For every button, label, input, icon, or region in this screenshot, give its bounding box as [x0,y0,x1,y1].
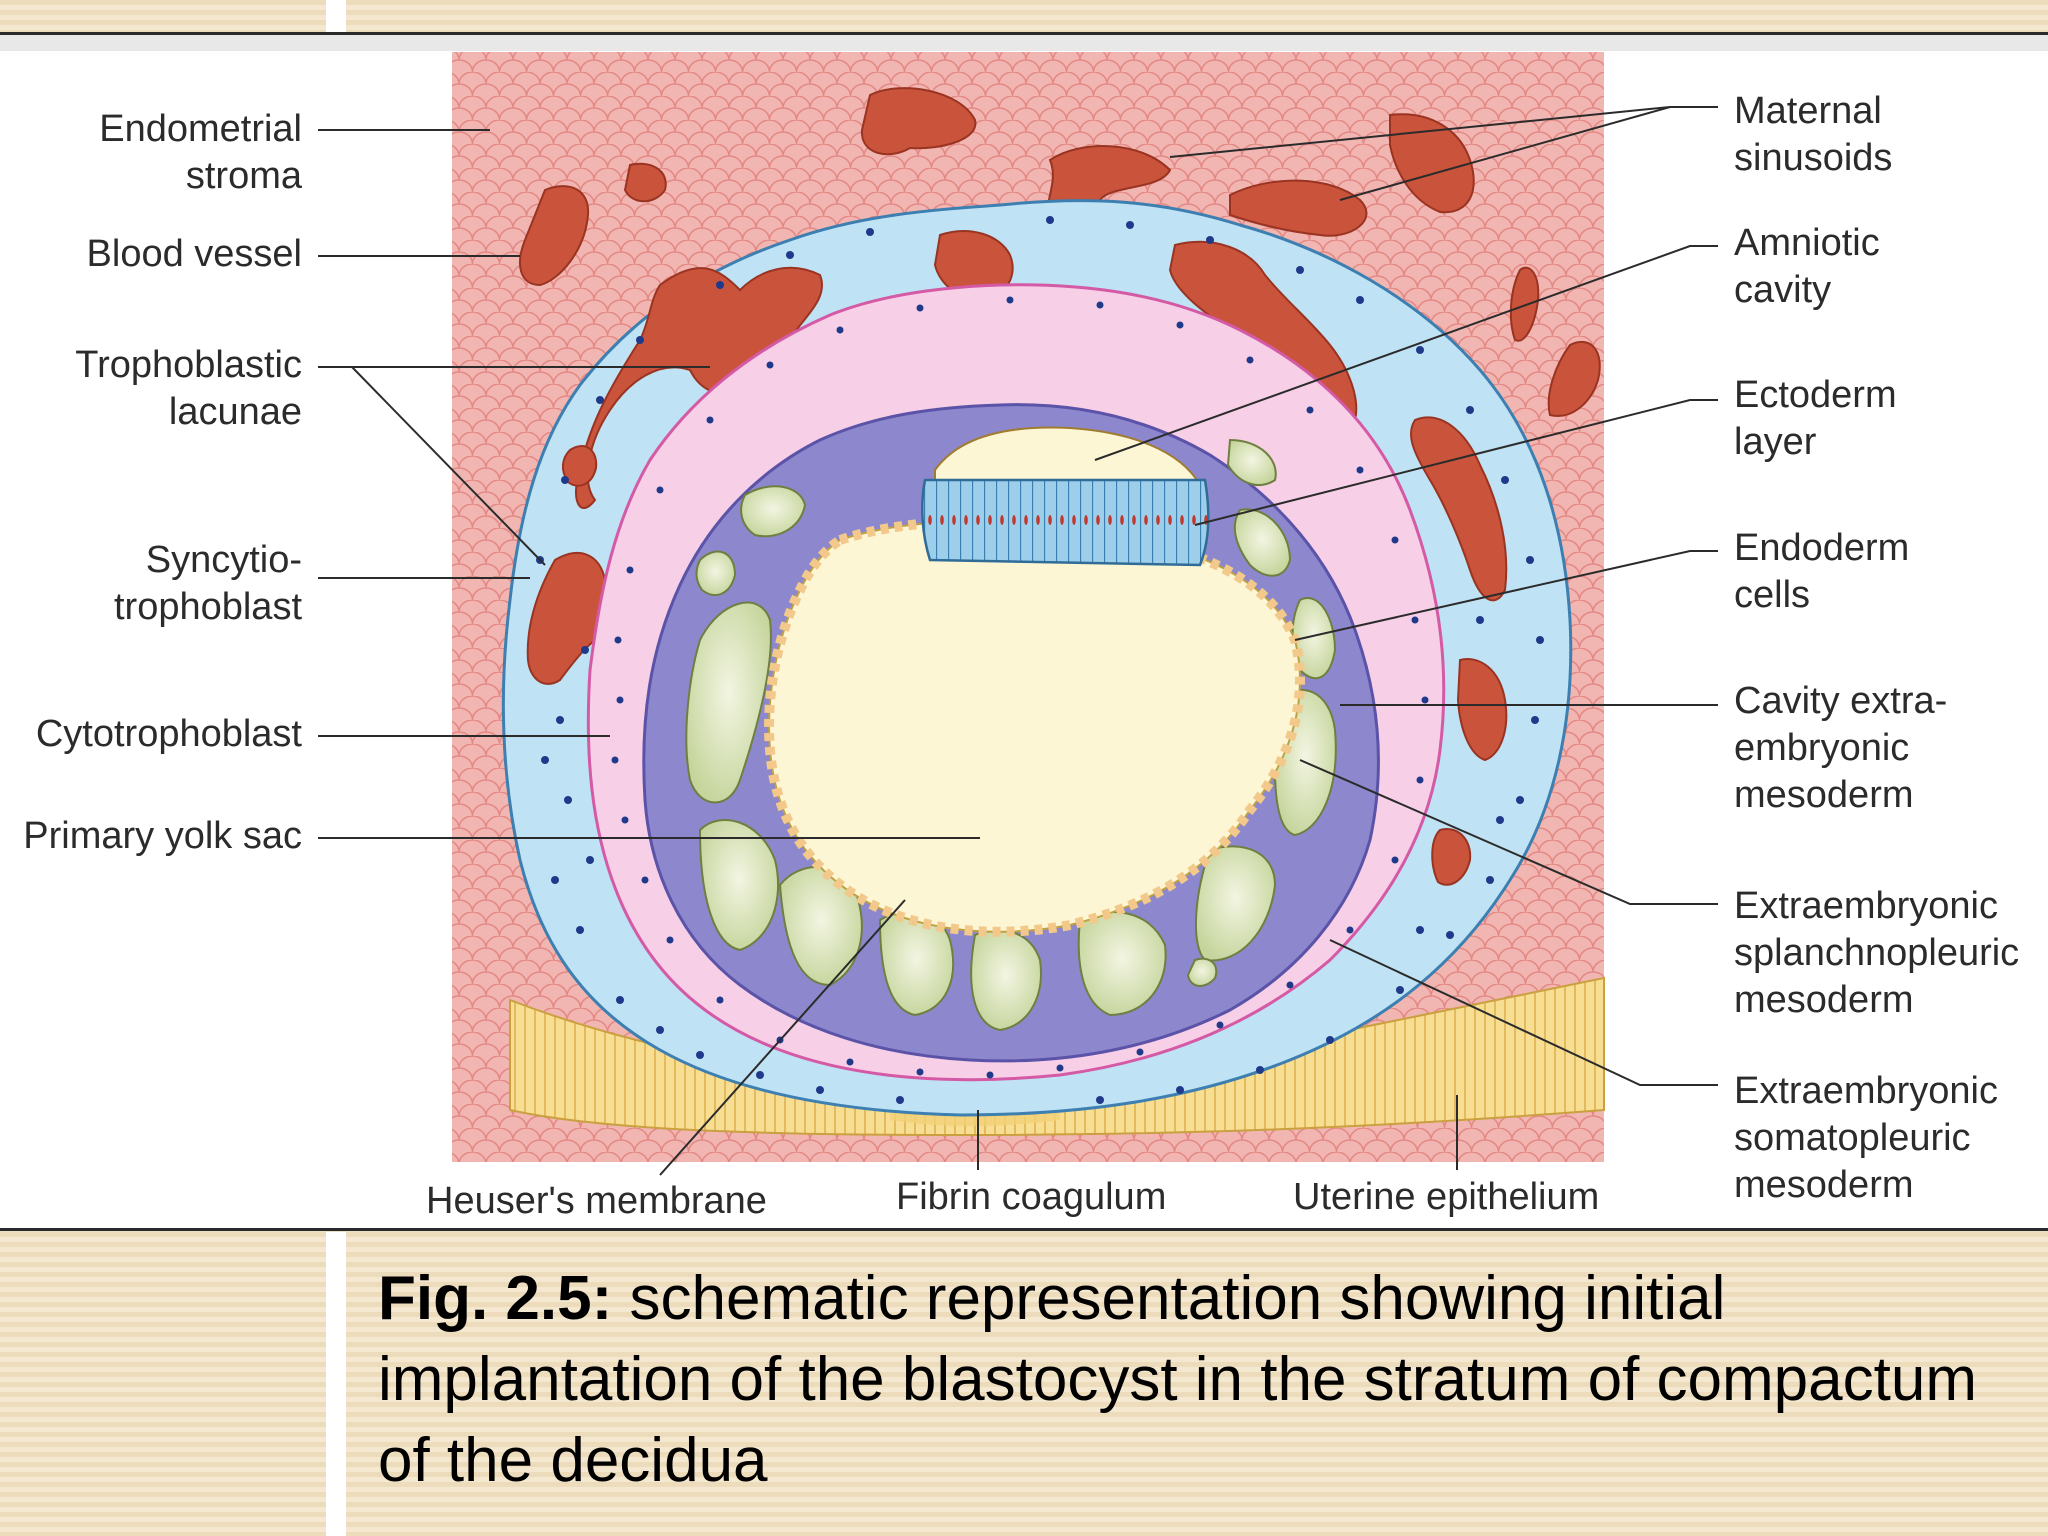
leader-lines [318,106,1718,1176]
label-extraembryonic-splanchnopleuric-mesoderm: Extraembryonic splanchnopleuric mesoderm [1734,883,2019,1024]
label-splanchnopleuric-line1: Extraembryonic [1734,885,1998,927]
label-syncytiotrophoblast-line2: trophoblast [113,586,302,628]
cytotrophoblast-nuclei [611,296,1429,1079]
label-endoderm-cells: Endoderm cells [1734,525,1909,619]
label-trophoblastic-lacunae-line2: lacunae [168,391,302,433]
top-divider [0,32,2048,35]
caption-figure-number: Fig. 2.5: [378,1264,613,1333]
label-endometrial-stroma: Endometrial stroma [20,106,302,200]
label-ectoderm-layer-line2: layer [1734,421,1817,463]
label-fibrin-coagulum: Fibrin coagulum [896,1176,1167,1218]
label-trophoblastic-lacunae: Trophoblastic lacunae [20,342,302,436]
label-cavity-extraembryonic-mesoderm-line1: Cavity extra- [1734,680,1948,722]
bottom-white-stripe [326,1232,346,1536]
top-white-stripe [326,0,346,32]
label-uterine-epithelium: Uterine epithelium [1293,1176,1600,1218]
label-blood-vessel: Blood vessel [86,233,302,275]
label-primary-yolk-sac: Primary yolk sac [23,815,302,857]
label-cavity-extraembryonic-mesoderm-line3: mesoderm [1734,774,1914,816]
label-maternal-sinusoids-line2: sinusoids [1734,137,1893,179]
extraembryonic-cavity-cells [685,438,1337,1032]
figure-caption: Fig. 2.5: schematic representation showi… [378,1258,1978,1501]
label-syncytiotrophoblast-line1: Syncytio- [145,539,302,581]
amniotic-cavity [934,426,1202,486]
ectoderm-layer [921,478,1210,567]
syncytio-nuclei [536,216,1544,1104]
label-endoderm-cells-line2: cells [1734,574,1811,616]
caption-text: schematic representation showing initial… [378,1264,1977,1495]
label-syncytiotrophoblast: Syncytio- trophoblast [20,537,302,631]
bottom-divider [0,1228,2048,1231]
label-trophoblastic-lacunae-line1: Trophoblastic [75,344,302,386]
label-maternal-sinusoids-line1: Maternal [1734,90,1882,132]
blastocyst-implantation-diagram [318,52,1718,1176]
label-somatopleuric-line3: mesoderm [1734,1164,1914,1206]
label-cavity-extraembryonic-mesoderm-line2: embryonic [1734,727,1910,769]
label-splanchnopleuric-line2: splanchnopleuric [1734,932,2020,974]
label-amniotic-cavity: Amniotic cavity [1734,220,1880,314]
label-heusers-membrane: Heuser's membrane [426,1180,767,1222]
label-amniotic-cavity-line1: Amniotic [1734,222,1880,264]
label-endoderm-cells-line1: Endoderm [1734,527,1910,569]
label-endometrial-stroma-line2: stroma [185,155,302,197]
label-endometrial-stroma-line1: Endometrial [99,108,302,150]
label-amniotic-cavity-line2: cavity [1734,269,1832,311]
label-somatopleuric-line1: Extraembryonic [1734,1070,1998,1112]
label-extraembryonic-somatopleuric-mesoderm: Extraembryonic somatopleuric mesoderm [1734,1068,1998,1209]
label-splanchnopleuric-line3: mesoderm [1734,979,1914,1021]
label-somatopleuric-line2: somatopleuric [1734,1117,1971,1159]
label-maternal-sinusoids: Maternal sinusoids [1734,88,1892,182]
top-shade [0,35,2048,51]
label-ectoderm-layer: Ectoderm layer [1734,372,1897,466]
label-cavity-extraembryonic-mesoderm: Cavity extra- embryonic mesoderm [1734,678,1947,819]
label-cytotrophoblast: Cytotrophoblast [35,713,302,755]
label-ectoderm-layer-line1: Ectoderm [1734,374,1897,416]
